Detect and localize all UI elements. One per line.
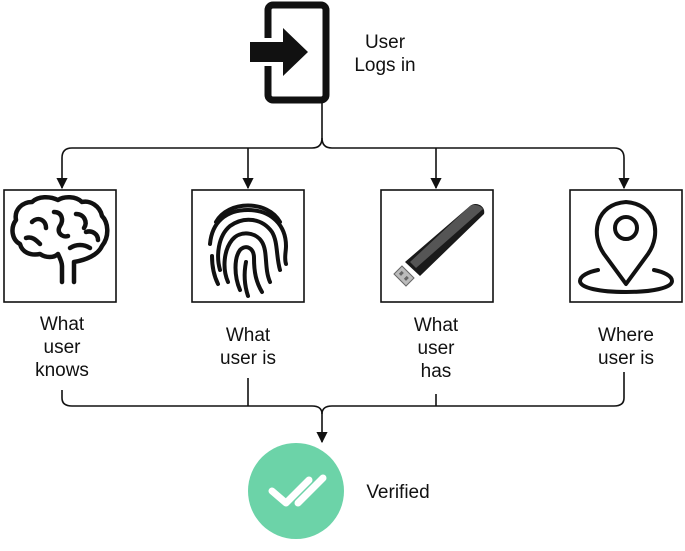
start-label: User Logs in	[340, 31, 430, 77]
start-label-line: User	[364, 32, 406, 53]
factor-label-line: Where	[598, 325, 654, 346]
factor-label-line: What	[413, 315, 459, 336]
usb-key-icon	[393, 203, 485, 287]
login-icon	[250, 1, 330, 104]
factor-box-where	[569, 189, 683, 303]
factor-box-has	[380, 189, 494, 303]
split-connectors	[56, 103, 630, 190]
location-pin-icon	[577, 200, 675, 295]
fingerprint-icon	[208, 203, 289, 298]
verified-label-text: Verified	[366, 482, 430, 503]
merge-connectors	[61, 372, 625, 444]
factor-label-line: What	[225, 325, 271, 346]
verified-badge	[248, 443, 344, 539]
factor-label-line: user	[43, 337, 81, 358]
factor-label-line: knows	[35, 360, 89, 381]
verified-label: Verified	[356, 481, 440, 504]
factor-label-where: Where user is	[574, 324, 678, 370]
double-check-icon	[268, 474, 327, 507]
factor-label-line: user	[417, 338, 455, 359]
factor-label-line: user is	[220, 348, 276, 369]
factor-box-is	[191, 189, 305, 303]
factor-label-has: What user has	[386, 314, 486, 383]
brain-icon	[10, 195, 110, 285]
factor-box-knows	[3, 189, 117, 303]
factor-label-line: What	[39, 314, 85, 335]
factor-label-line: user is	[598, 348, 654, 369]
factor-label-line: has	[420, 361, 452, 382]
factor-label-knows: What user knows	[12, 313, 112, 382]
start-label-line: Logs in	[354, 55, 416, 76]
factor-label-is: What user is	[198, 324, 298, 370]
